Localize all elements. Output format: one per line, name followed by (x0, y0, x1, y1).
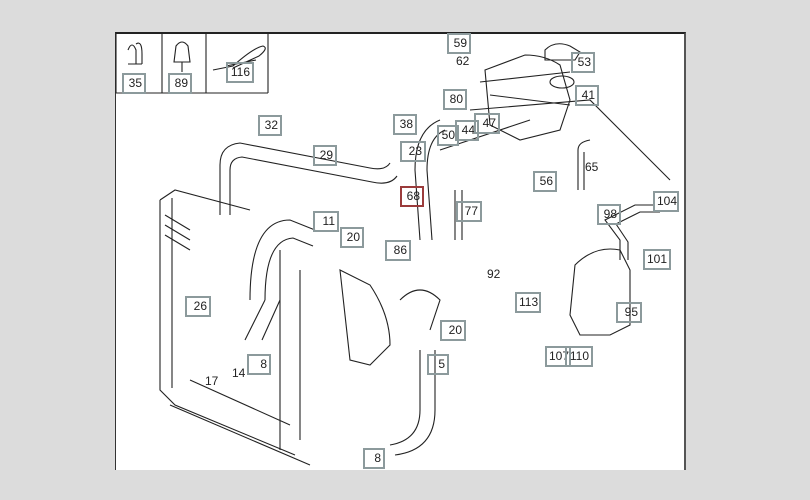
callout-68[interactable]: 68 (400, 186, 424, 207)
callout-47[interactable]: 47 (474, 113, 500, 134)
callout-8-upper[interactable]: 8 (247, 354, 271, 375)
hose-77-drawing (454, 190, 463, 240)
callout-23[interactable]: 23 (400, 141, 426, 162)
hose-5-drawing (389, 350, 436, 456)
hose-29-drawing (219, 142, 398, 215)
hose-68-drawing (414, 119, 446, 241)
label-65: 65 (585, 160, 599, 174)
callout-35[interactable]: 35 (122, 73, 146, 94)
callout-11[interactable]: 11 (313, 211, 339, 232)
callout-5[interactable]: 5 (427, 354, 449, 375)
callout-101[interactable]: 101 (643, 249, 671, 270)
label-62: 62 (456, 54, 470, 68)
radiator-drawing (159, 189, 311, 466)
reservoir-95-drawing (569, 248, 631, 336)
callout-80[interactable]: 80 (443, 89, 467, 110)
callout-95[interactable]: 95 (616, 302, 642, 323)
callout-89[interactable]: 89 (168, 73, 192, 94)
callout-77[interactable]: 77 (456, 201, 482, 222)
callout-29[interactable]: 29 (313, 145, 337, 166)
callout-20-lower[interactable]: 20 (440, 320, 466, 341)
callout-26[interactable]: 26 (185, 296, 211, 317)
callout-8-lower[interactable]: 8 (363, 448, 385, 469)
callout-113[interactable]: 113 (515, 292, 541, 313)
callout-20-upper[interactable]: 20 (340, 227, 364, 248)
expansion-tank-drawing (439, 43, 671, 181)
callout-98[interactable]: 98 (597, 204, 621, 225)
callout-50[interactable]: 50 (437, 125, 459, 146)
callout-38[interactable]: 38 (393, 114, 417, 135)
callout-107[interactable]: 107 (545, 346, 571, 367)
hose-65-drawing (577, 139, 591, 190)
hose-11-drawing (244, 219, 316, 341)
callout-41[interactable]: 41 (575, 85, 599, 106)
label-14: 14 (232, 366, 246, 380)
callout-32[interactable]: 32 (258, 115, 282, 136)
callout-104[interactable]: 104 (653, 191, 679, 212)
callout-56[interactable]: 56 (533, 171, 557, 192)
callout-116[interactable]: 116 (226, 62, 254, 83)
clip-89-icon (173, 41, 191, 72)
clip-35-icon (127, 42, 143, 65)
callout-44[interactable]: 44 (455, 120, 479, 141)
callout-110[interactable]: 110 (565, 346, 593, 367)
label-17: 17 (205, 374, 219, 388)
callout-59[interactable]: 59 (447, 33, 471, 54)
callout-86[interactable]: 86 (385, 240, 411, 261)
callout-53[interactable]: 53 (571, 52, 595, 73)
water-pump-drawing (339, 269, 441, 366)
label-92: 92 (487, 267, 501, 281)
